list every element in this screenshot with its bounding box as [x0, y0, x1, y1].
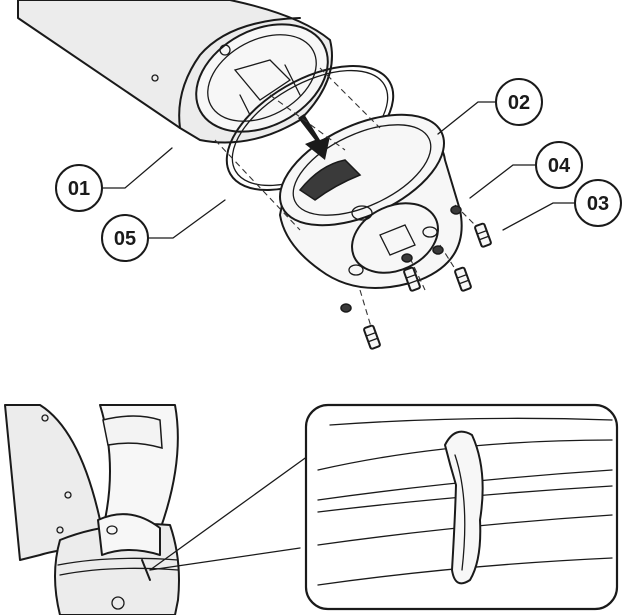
callout-04-label: 04 [548, 155, 571, 177]
callout-04: 04 [535, 141, 583, 189]
screws [363, 222, 492, 350]
callout-03: 03 [574, 179, 622, 227]
leader-lines [101, 101, 576, 239]
upper-housing [17, 0, 333, 144]
callout-05-label: 05 [114, 228, 136, 250]
arrow-down [298, 114, 330, 160]
zoom-connector [149, 455, 309, 571]
callout-02-label: 02 [508, 92, 530, 114]
callout-02: 02 [495, 78, 543, 126]
washers [340, 205, 462, 313]
callout-03-label: 03 [587, 193, 609, 215]
callout-01: 01 [55, 164, 103, 212]
detail-inset [304, 403, 619, 611]
assembled-unit [4, 404, 180, 615]
callout-05: 05 [101, 214, 149, 262]
callout-01-label: 01 [68, 178, 90, 200]
